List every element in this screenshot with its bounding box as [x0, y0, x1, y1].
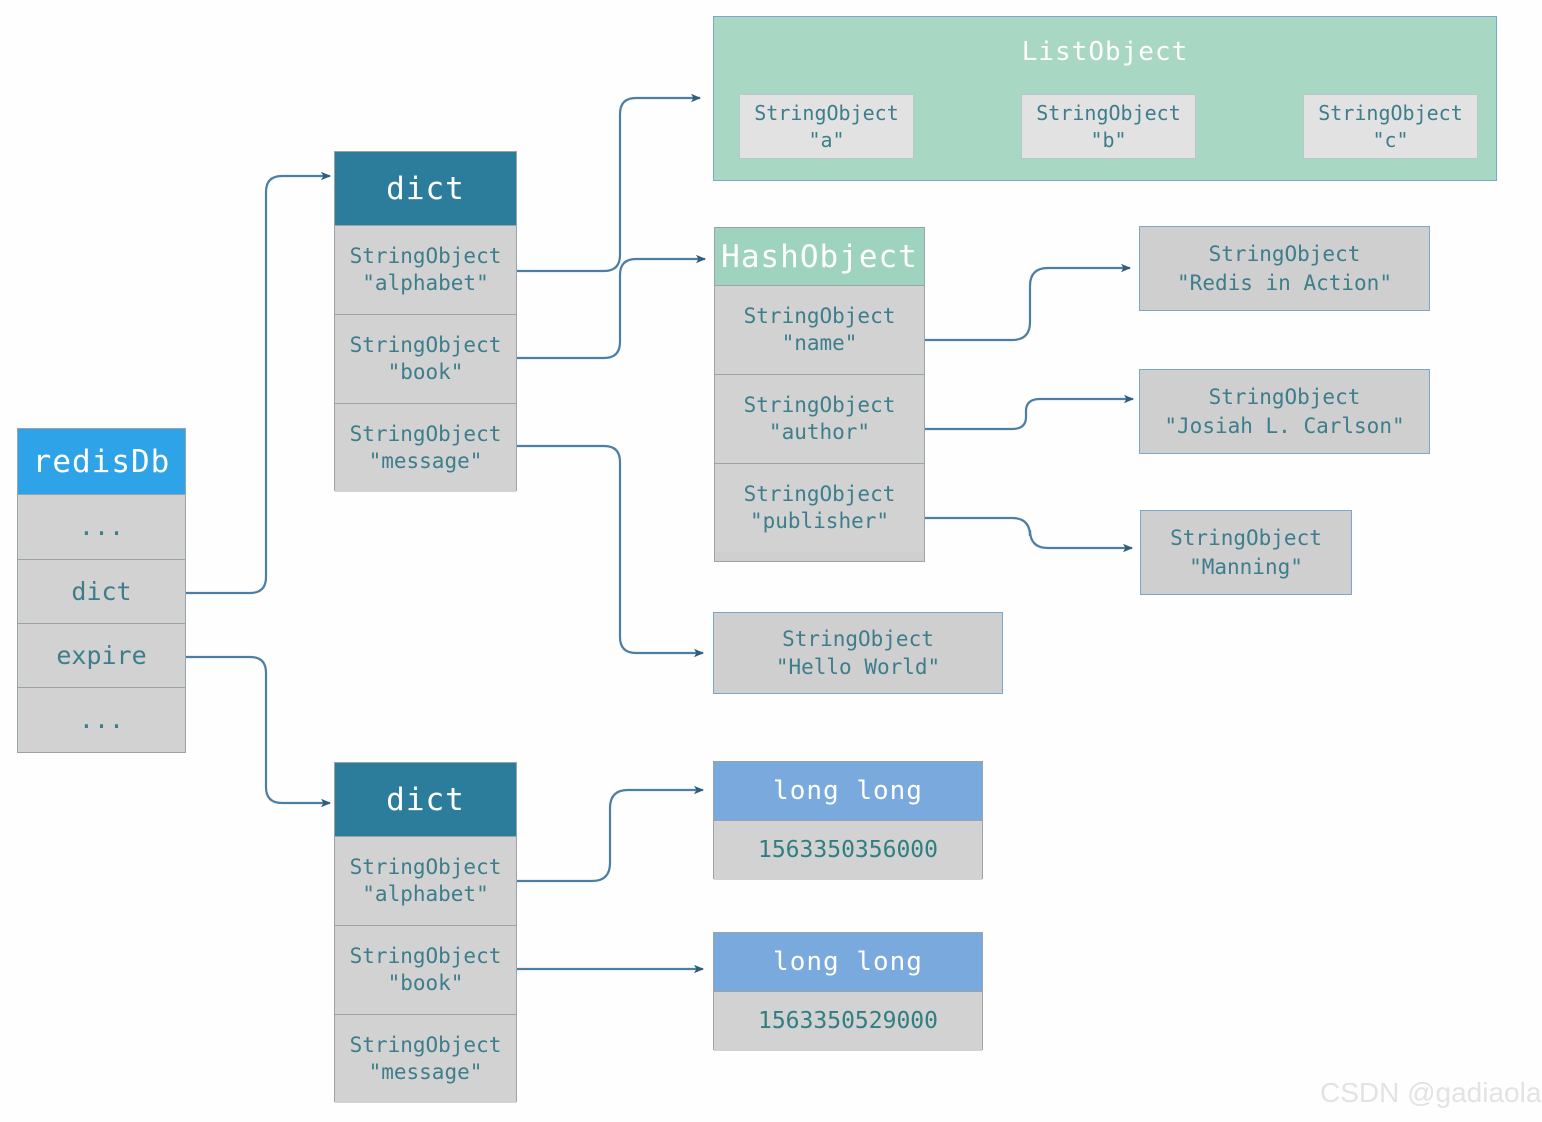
hash-row-publisher[interactable]: StringObject "publisher" [715, 463, 924, 552]
expire-dict-row-book-type: StringObject [349, 944, 502, 969]
expire-dict-row-message-type: StringObject [349, 1033, 502, 1058]
list-item-a[interactable]: StringObject "a" [739, 94, 914, 159]
string-object-josiah-carlson-type: StringObject [1208, 385, 1361, 410]
expire-dict-row-message-value: "message" [368, 1060, 483, 1084]
hash-row-name[interactable]: StringObject "name" [715, 285, 924, 374]
list-item-c-value: "c" [1372, 127, 1409, 152]
redisdb-row-ellipsis-bottom: ... [18, 687, 185, 752]
expire-dict-row-message[interactable]: StringObject "message" [335, 1014, 516, 1103]
list-item-b-value: "b" [1090, 127, 1127, 152]
keyspace-dict-row-book[interactable]: StringObject "book" [335, 314, 516, 403]
expire-dict-row-book[interactable]: StringObject "book" [335, 925, 516, 1014]
string-object-redis-in-action[interactable]: StringObject "Redis in Action" [1139, 226, 1430, 311]
hash-row-author-value: "author" [768, 420, 871, 444]
long-long-struct-1-header: long long [714, 762, 982, 820]
expire-dict-row-book-value: "book" [387, 971, 464, 995]
string-object-manning[interactable]: StringObject "Manning" [1140, 510, 1352, 595]
string-object-hello-world[interactable]: StringObject "Hello World" [713, 612, 1003, 694]
string-object-manning-type: StringObject [1170, 526, 1322, 551]
string-object-hello-world-value: "Hello World" [775, 655, 941, 679]
hash-row-name-type: StringObject [743, 304, 896, 329]
redisdb-header: redisDb [18, 429, 185, 494]
watermark-csdn: CSDN @gadiaola [1320, 1077, 1542, 1108]
expire-dict-header: dict [335, 763, 516, 836]
string-object-redis-in-action-type: StringObject [1208, 242, 1361, 267]
string-object-hello-world-type: StringObject [782, 626, 934, 651]
list-item-a-type: StringObject [754, 100, 899, 125]
hash-row-publisher-value: "publisher" [749, 509, 890, 533]
expire-dict-row-alphabet[interactable]: StringObject "alphabet" [335, 836, 516, 925]
wire-book-hash [517, 254, 706, 360]
keyspace-dict-row-alphabet-value: "alphabet" [362, 271, 489, 295]
wire-alphabet-list [517, 93, 701, 273]
long-long-struct-2: long long 1563350529000 [713, 932, 983, 1051]
keyspace-dict-row-alphabet[interactable]: StringObject "alphabet" [335, 225, 516, 314]
long-long-struct-1-value: 1563350356000 [714, 820, 982, 880]
keyspace-dict-row-book-value: "book" [387, 360, 464, 384]
hash-row-publisher-type: StringObject [743, 482, 896, 507]
list-item-c[interactable]: StringObject "c" [1303, 94, 1478, 159]
long-long-struct-2-header: long long [714, 933, 982, 991]
keyspace-dict-row-message-value: "message" [368, 449, 483, 473]
list-object-group: ListObject StringObject "a" StringObject… [713, 16, 1497, 181]
expire-dict-struct: dict StringObject "alphabet" StringObjec… [334, 762, 517, 1103]
long-long-struct-2-value: 1563350529000 [714, 991, 982, 1051]
list-item-c-type: StringObject [1318, 100, 1463, 125]
wire-author-josiah [925, 394, 1134, 431]
expire-dict-row-alphabet-type: StringObject [349, 855, 502, 880]
redisdb-row-ellipsis-top: ... [18, 494, 185, 559]
list-item-a-value: "a" [808, 127, 845, 152]
string-object-manning-value: "Manning" [1189, 554, 1303, 579]
hash-object-header: HashObject [715, 228, 924, 285]
wire-message-hello [517, 444, 704, 658]
wire-redisdb-dict [186, 171, 331, 595]
string-object-josiah-carlson[interactable]: StringObject "Josiah L. Carlson" [1139, 369, 1430, 454]
keyspace-dict-header: dict [335, 152, 516, 225]
expire-dict-row-alphabet-value: "alphabet" [362, 882, 489, 906]
string-object-redis-in-action-value: "Redis in Action" [1177, 270, 1392, 295]
keyspace-dict-row-message-type: StringObject [349, 422, 502, 447]
redisdb-row-expire[interactable]: expire [18, 623, 185, 687]
wire-expire-alphabet-ts [517, 785, 704, 883]
long-long-struct-1: long long 1563350356000 [713, 761, 983, 880]
hash-row-author-type: StringObject [743, 393, 896, 418]
wire-name-redisinaction [925, 263, 1131, 342]
redisdb-struct: redisDb ... dict expire ... [17, 428, 186, 753]
keyspace-dict-row-book-type: StringObject [349, 333, 502, 358]
hash-row-author[interactable]: StringObject "author" [715, 374, 924, 463]
hash-row-name-value: "name" [781, 331, 858, 355]
list-object-title: ListObject [1021, 37, 1189, 67]
string-object-josiah-carlson-value: "Josiah L. Carlson" [1164, 413, 1405, 438]
list-item-b-type: StringObject [1036, 100, 1181, 125]
list-item-b[interactable]: StringObject "b" [1021, 94, 1196, 159]
wire-redisdb-expire [186, 655, 331, 808]
hash-object-struct: HashObject StringObject "name" StringObj… [714, 227, 925, 562]
wire-publisher-manning [925, 516, 1133, 553]
keyspace-dict-struct: dict StringObject "alphabet" StringObjec… [334, 151, 517, 492]
keyspace-dict-row-message[interactable]: StringObject "message" [335, 403, 516, 492]
redisdb-row-dict[interactable]: dict [18, 559, 185, 623]
keyspace-dict-row-alphabet-type: StringObject [349, 244, 502, 269]
